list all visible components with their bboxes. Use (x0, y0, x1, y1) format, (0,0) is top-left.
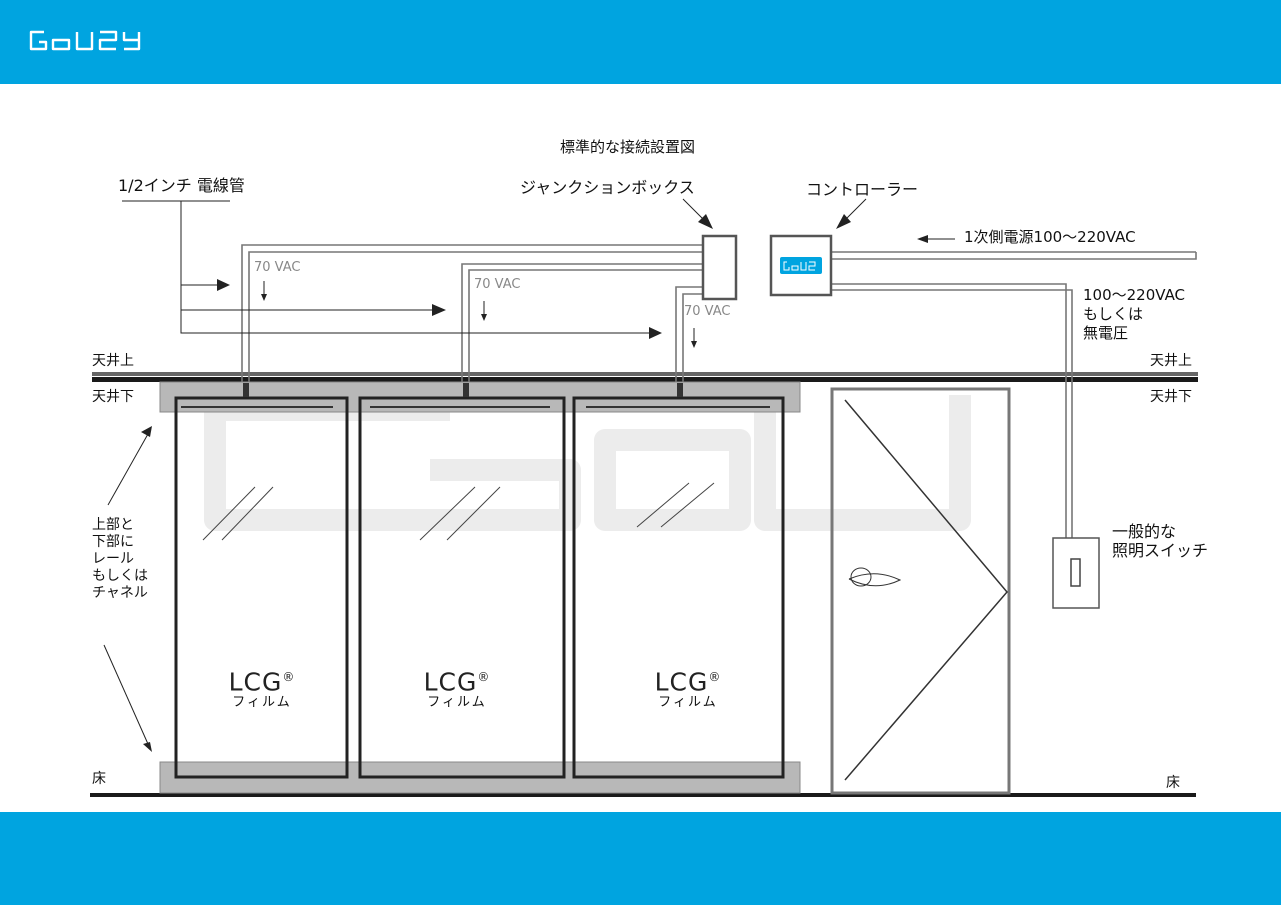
conduit-wiring (241, 244, 1197, 540)
film-label: フィルム (427, 695, 487, 711)
film-label: フィルム (232, 695, 292, 711)
controller-logo-mark (783, 261, 816, 271)
lcg-logo: LCG® (423, 667, 491, 697)
gauzy-logo-icon (29, 30, 141, 51)
vac-label-1: 70 VAC (254, 260, 301, 275)
switch-power-line-3: 無電圧 (1083, 324, 1129, 342)
lcg-logo: LCG® (654, 667, 722, 697)
primary-power-label: 1次側電源100～220VAC (964, 228, 1136, 246)
conduit-label: 1/2インチ 電線管 (118, 176, 245, 195)
junction-box-label: ジャンクションボックス (520, 178, 695, 197)
door (830, 387, 1011, 795)
diagram-title: 標準的な接続設置図 (560, 138, 696, 156)
floor-line (90, 793, 1196, 797)
vac-label-3: 70 VAC (684, 304, 731, 319)
switch-label-2: 照明スイッチ (1112, 541, 1209, 560)
ceiling-bottom-right: 天井下 (1150, 389, 1192, 405)
rail-note-2: 下部に (92, 534, 134, 550)
rail-note-5: チャネル (92, 585, 148, 601)
glass-panel-3 (572, 396, 785, 779)
glass-panel-2 (358, 396, 566, 779)
rail-note-4: もしくは (92, 568, 148, 584)
glass-panel-1 (174, 396, 349, 779)
controller-label: コントローラー (806, 180, 919, 199)
junction-box (701, 234, 738, 301)
panel-1-label: LCG® フィルム (202, 664, 322, 711)
rail-note-3: レール (92, 551, 134, 567)
ceiling-line-upper (92, 372, 1198, 376)
floor-left: 床 (92, 771, 106, 787)
watermark-logo (204, 395, 971, 531)
switch-power-line-1: 100～220VAC (1083, 286, 1186, 304)
switch-power-line-2: もしくは (1083, 305, 1144, 323)
ceiling-bottom-left: 天井下 (92, 389, 134, 405)
ceiling-top-left: 天井上 (92, 353, 134, 369)
panel-2-label: LCG® フィルム (397, 664, 517, 711)
ceiling-top-right: 天井上 (1150, 353, 1192, 369)
switch-label-1: 一般的な (1112, 522, 1177, 541)
floor-right: 床 (1166, 775, 1180, 791)
vac-label-2: 70 VAC (474, 277, 521, 292)
footer-band (0, 812, 1281, 905)
header-band (0, 0, 1281, 84)
panel-connectors (243, 383, 683, 397)
rail-note-1: 上部と (92, 517, 134, 533)
panel-3-label: LCG® フィルム (628, 664, 748, 711)
film-label: フィルム (658, 695, 718, 711)
lcg-logo: LCG® (228, 667, 296, 697)
ceiling-line-lower (92, 377, 1198, 382)
